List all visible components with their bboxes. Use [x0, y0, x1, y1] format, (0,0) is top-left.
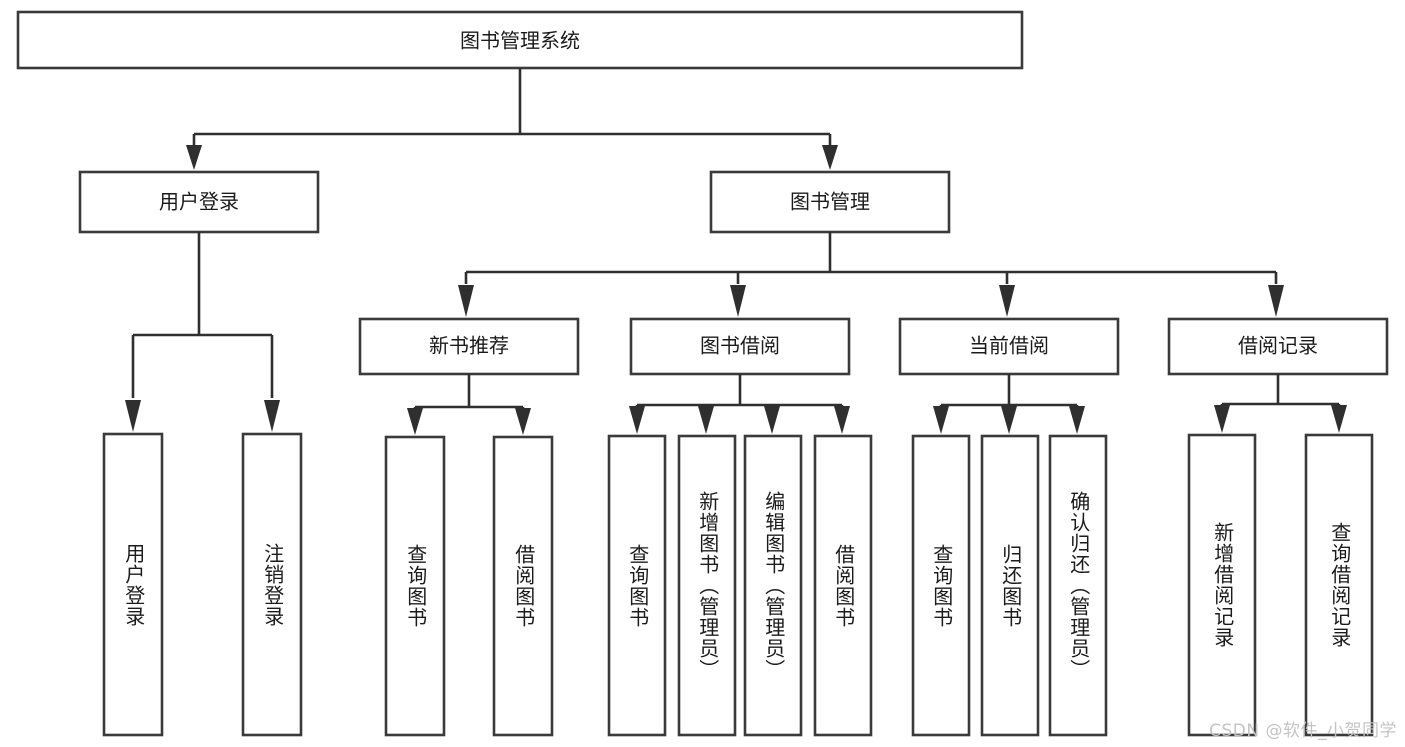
arrow-icon [125, 400, 141, 432]
node-user-login-box[interactable] [78, 170, 320, 234]
arrow-icon [458, 285, 474, 317]
node-current-borrow-label: 当前借阅 [969, 334, 1049, 358]
arrow-icon [407, 408, 423, 435]
arrow-icon [1069, 406, 1085, 434]
arrow-icon [264, 400, 280, 432]
arrow-icon [999, 285, 1015, 317]
leaf-box-recommend-1[interactable] [492, 435, 554, 737]
arrow-icon [1331, 405, 1347, 433]
node-new-book-recommend-box[interactable] [358, 317, 580, 376]
node-borrow-record-label: 借阅记录 [1238, 334, 1318, 358]
connector-new-book-recommend-bus [407, 374, 531, 435]
arrow-icon [822, 145, 838, 170]
node-book-manage[interactable]: 图书管理 [709, 170, 951, 234]
connector-book-manage-bus [458, 232, 1284, 317]
leaf-box-borrow-2[interactable] [743, 434, 803, 737]
node-root-box[interactable] [16, 10, 1024, 70]
leaf-box-recommend-0[interactable] [384, 435, 446, 737]
arrow-icon [764, 406, 780, 434]
node-new-book-recommend[interactable]: 新书推荐 [358, 317, 580, 376]
connector-current-borrow-bus [933, 374, 1085, 434]
leaf-box-current-2[interactable] [1048, 434, 1108, 737]
leaf-box-borrow-0[interactable] [607, 434, 667, 737]
node-user-login[interactable]: 用户登录 [78, 170, 320, 234]
arrow-icon [515, 408, 531, 435]
arrow-icon [1268, 285, 1284, 317]
arrow-icon [629, 406, 645, 434]
node-root-label: 图书管理系统 [460, 29, 580, 53]
node-book-manage-label: 图书管理 [790, 190, 870, 214]
leaf-box-user-login-1[interactable] [241, 432, 303, 737]
leaf-box-borrow-3[interactable] [813, 434, 873, 737]
node-borrow-record[interactable]: 借阅记录 [1167, 317, 1389, 376]
node-book-borrow[interactable]: 图书借阅 [629, 317, 851, 376]
connector-root-bus [186, 68, 838, 170]
leaf-box-current-1[interactable] [980, 434, 1040, 737]
node-new-book-recommend-label: 新书推荐 [429, 334, 509, 358]
arrow-icon [933, 406, 949, 434]
node-root[interactable]: 图书管理系统 [16, 10, 1024, 70]
arrow-icon [1214, 405, 1230, 433]
arrow-icon [1001, 406, 1017, 434]
node-current-borrow-box[interactable] [898, 317, 1120, 376]
connector-user-login-bus [125, 232, 280, 432]
connector-borrow-record-bus [1214, 374, 1347, 433]
node-book-borrow-label: 图书借阅 [700, 334, 780, 358]
leaf-box-record-0[interactable] [1187, 433, 1257, 737]
watermark-text: CSDN @软件_小贺同学 [1209, 721, 1397, 741]
arrow-icon [730, 285, 746, 317]
node-user-login-label: 用户登录 [159, 190, 239, 214]
node-current-borrow[interactable]: 当前借阅 [898, 317, 1120, 376]
leaf-box-user-login-0[interactable] [102, 432, 164, 737]
leaf-box-record-1[interactable] [1304, 433, 1374, 737]
arrow-icon [186, 145, 202, 170]
arrow-icon [834, 406, 850, 434]
leaf-box-borrow-1[interactable] [677, 434, 737, 737]
connector-book-borrow-bus [629, 374, 850, 434]
arrow-icon [698, 406, 714, 434]
leaf-box-current-0[interactable] [911, 434, 971, 737]
